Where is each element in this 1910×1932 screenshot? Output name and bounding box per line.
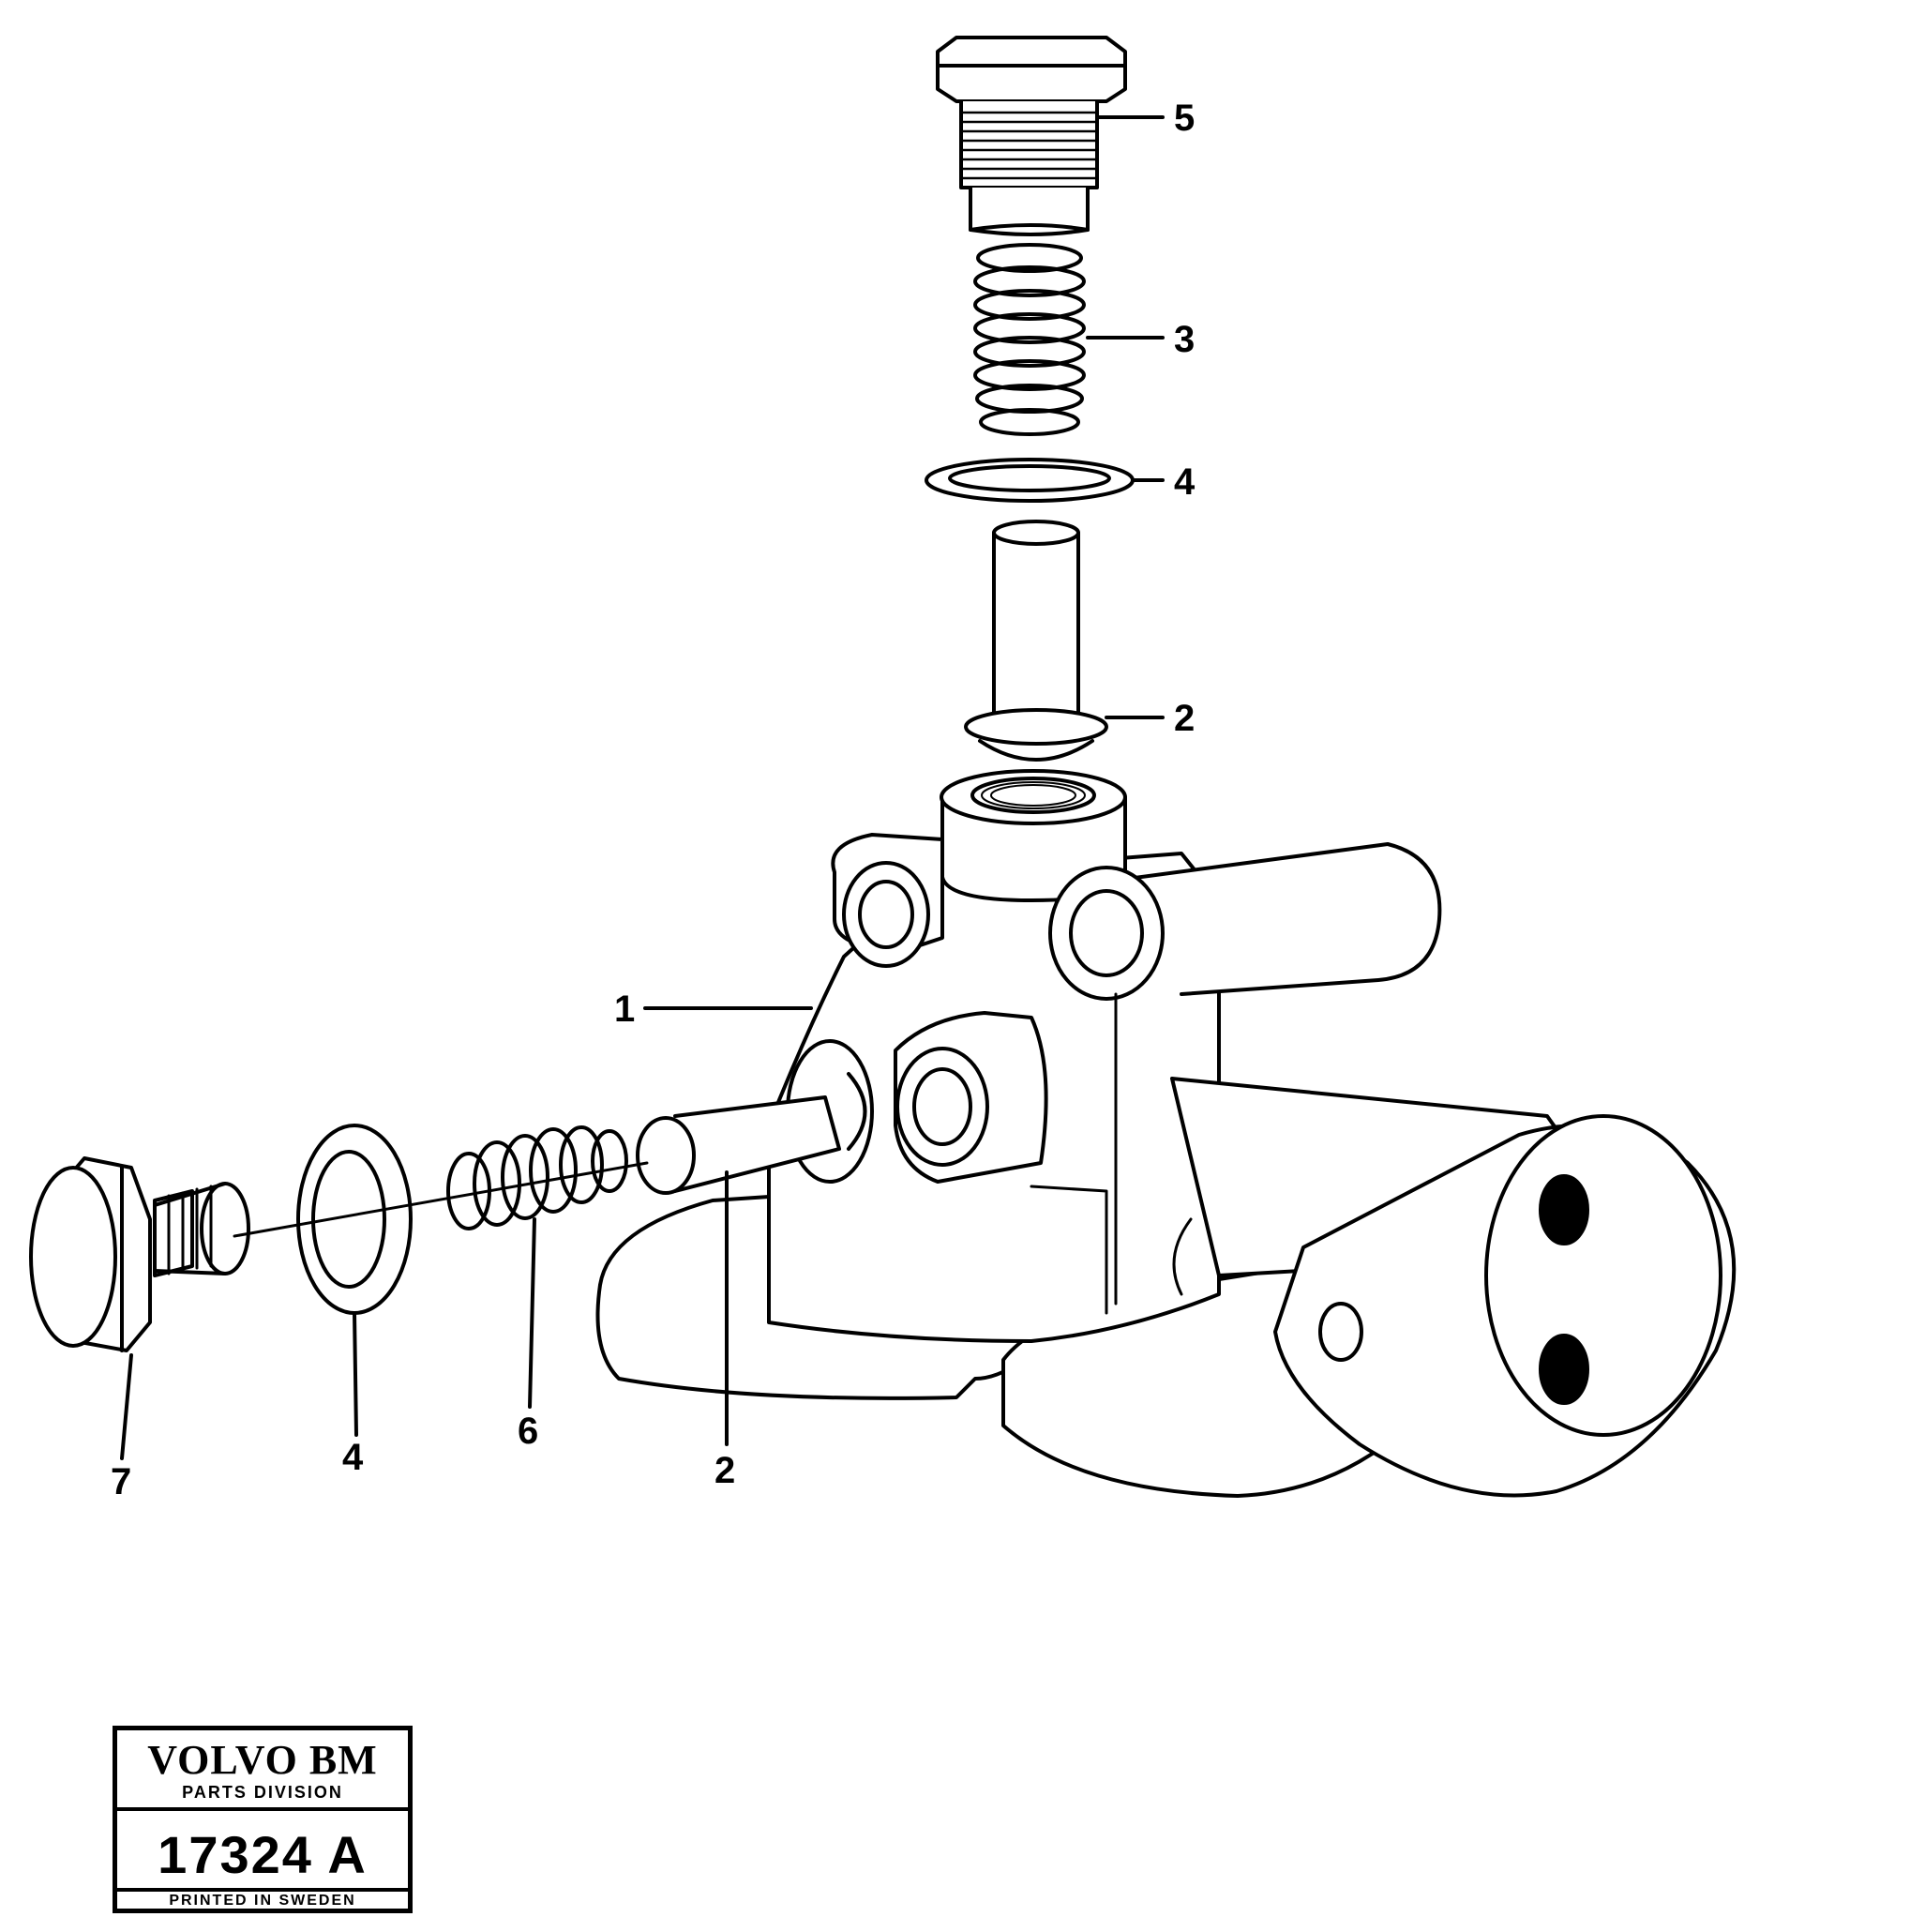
parts-division-stamp: VOLVO BM PARTS DIVISION 17324 A PRINTED … <box>113 1726 413 1913</box>
top-piston-part-2 <box>964 520 1108 762</box>
stamp-divider <box>117 1807 408 1811</box>
stamp-divider <box>117 1888 408 1892</box>
callout-6-side-spring: 6 <box>518 1411 539 1452</box>
side-plug-part-7 <box>29 1156 250 1352</box>
stamp-code: 17324 A <box>158 1825 368 1884</box>
callout-7-side-plug: 7 <box>111 1461 132 1502</box>
stamp-division: PARTS DIVISION <box>182 1783 343 1802</box>
leader-lines <box>120 115 1165 1460</box>
callout-5-top-plug: 5 <box>1174 98 1196 139</box>
callout-4-top-washer: 4 <box>1174 461 1196 503</box>
callout-3-top-spring: 3 <box>1174 319 1196 360</box>
callout-1-housing: 1 <box>614 989 636 1030</box>
callout-2-top-piston: 2 <box>1174 698 1196 739</box>
stamp-printed: PRINTED IN SWEDEN <box>169 1893 356 1909</box>
top-spring-part-3 <box>973 243 1086 436</box>
side-spring-part-6 <box>446 1125 628 1230</box>
callout-4-side-washer: 4 <box>342 1437 364 1478</box>
top-washer-part-4 <box>925 458 1135 503</box>
callout-2-side-piston: 2 <box>714 1450 736 1491</box>
stamp-brand: VOLVO BM <box>147 1737 378 1783</box>
side-washer-part-4 <box>296 1124 413 1315</box>
side-piston-part-2 <box>636 1039 874 1195</box>
pump-housing-part-1 <box>595 769 1737 1498</box>
top-plug-part-5 <box>936 36 1127 236</box>
